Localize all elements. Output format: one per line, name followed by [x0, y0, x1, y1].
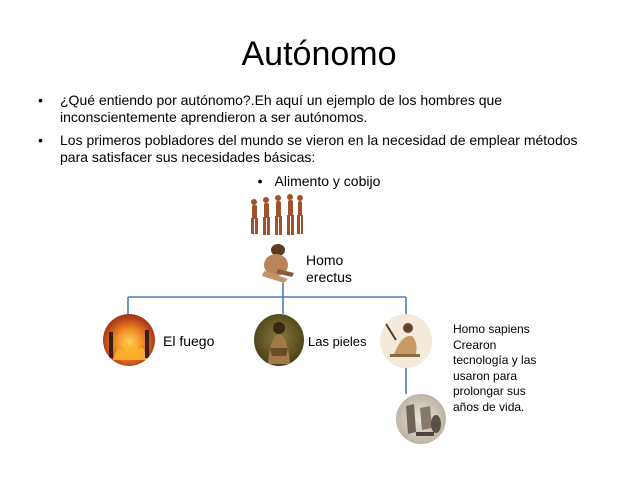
- pelts-picture: [254, 314, 304, 366]
- bullet-text: ¿Qué entiendo por autónomo?.Eh aquí un e…: [60, 92, 503, 125]
- fire-picture: [103, 314, 155, 366]
- centered-bullet: • Alimento y cobijo: [0, 173, 638, 189]
- person-in-pelts-icon: [268, 322, 290, 364]
- slide-title: Autónomo: [241, 35, 397, 73]
- bullet-dot: •: [38, 92, 43, 108]
- homo-erectus-label-line: Homo: [306, 252, 344, 268]
- el-fuego-label: El fuego: [163, 333, 215, 349]
- las-pieles-label: Las pieles: [308, 334, 367, 349]
- centered-bullet-text: Alimento y cobijo: [274, 173, 381, 189]
- homo-erectus-picture: [262, 244, 294, 283]
- bullet-text: Los primeros pobladores del mundo se vie…: [60, 132, 578, 165]
- stone-tools-picture: [396, 394, 446, 444]
- stone-tools-icon: [406, 404, 441, 436]
- homo-sapiens-icon: [385, 323, 420, 357]
- bullet-dot: •: [257, 173, 263, 189]
- homo-erectus-label-line: erectus: [306, 269, 352, 285]
- homo-erectus-label: Homo erectus: [306, 252, 352, 286]
- homo-sapiens-picture: [380, 314, 432, 368]
- human-evolution-picture: [251, 194, 303, 235]
- bullet-dot: •: [38, 132, 43, 148]
- bullet-item: • ¿Qué entiendo por autónomo?.Eh aquí un…: [38, 92, 598, 126]
- bullet-list: • ¿Qué entiendo por autónomo?.Eh aquí un…: [38, 92, 598, 172]
- homo-sapiens-description: Homo sapiens Crearon tecnología y las us…: [453, 322, 537, 414]
- fire-icon: [109, 330, 149, 360]
- bullet-item: • Los primeros pobladores del mundo se v…: [38, 132, 598, 166]
